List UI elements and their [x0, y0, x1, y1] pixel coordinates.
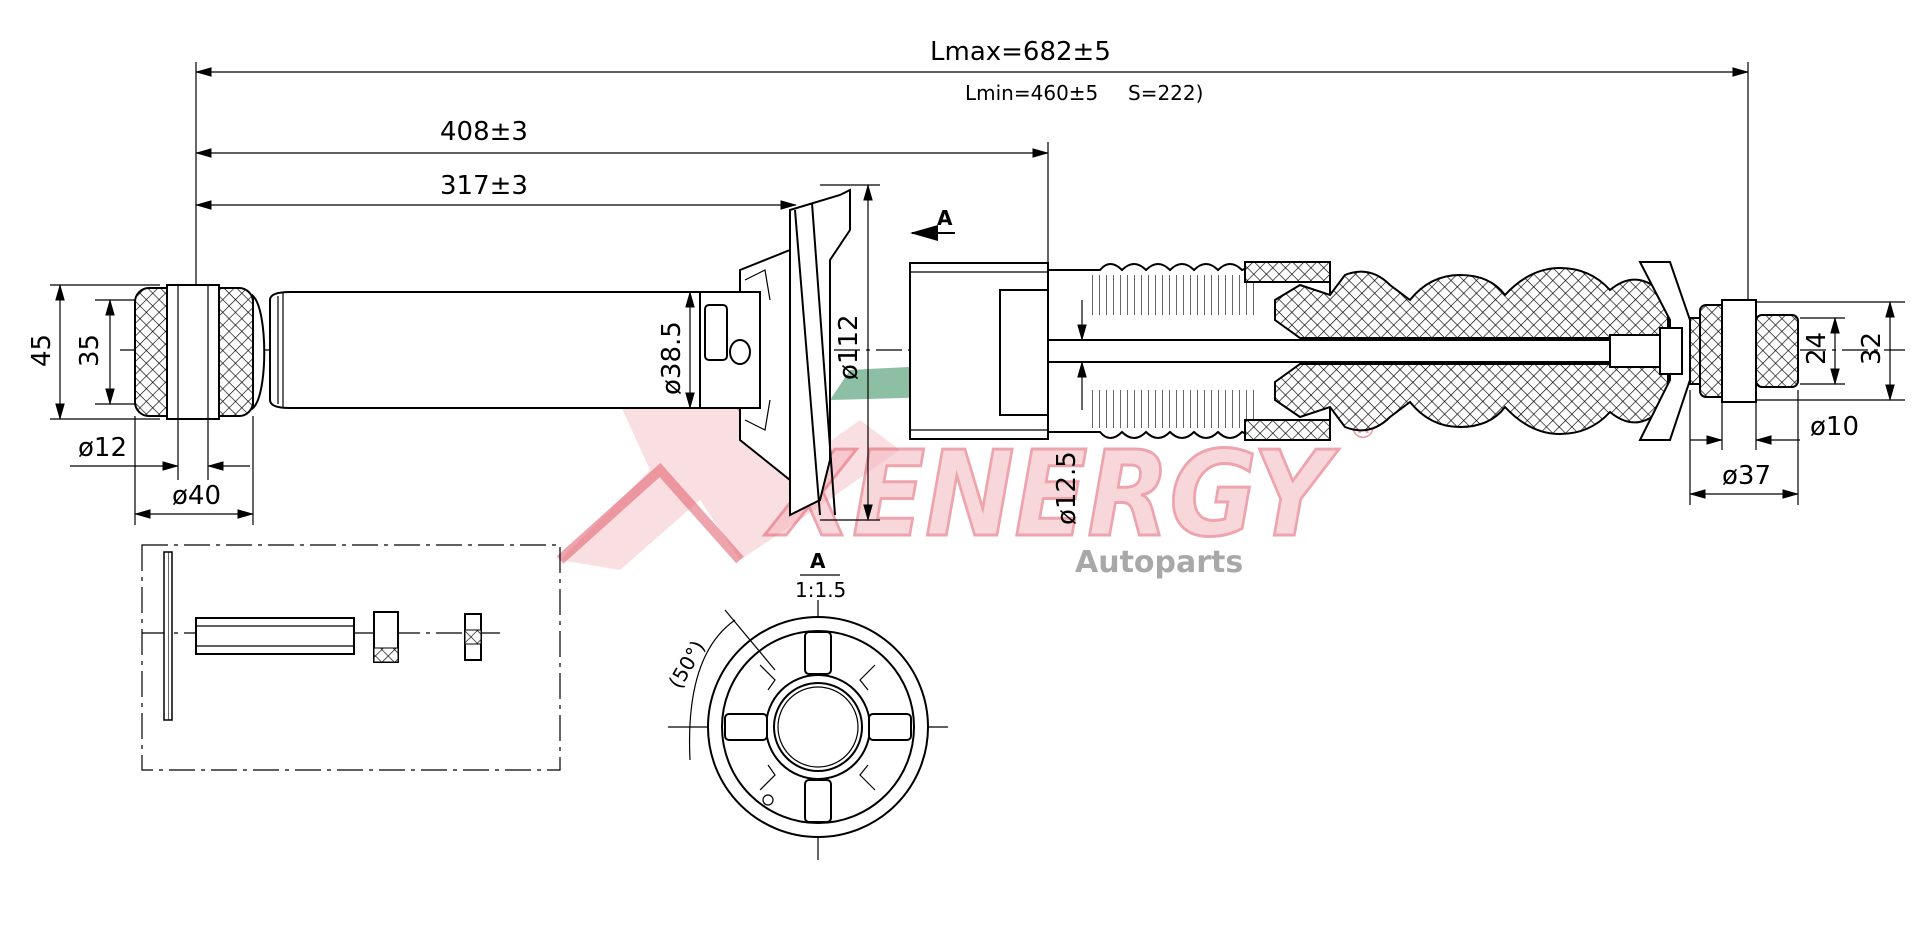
watermark-sub: Autoparts: [1075, 545, 1243, 580]
view-a-arrow: A: [910, 206, 955, 241]
watermark-brand: XENERGY: [765, 425, 1340, 563]
d37-label: ø37: [1722, 461, 1771, 491]
main-cylinder: [269, 291, 701, 409]
right-height-dims: 32 24: [1756, 300, 1905, 402]
h35-label: 35: [75, 334, 105, 367]
d10-label: ø10: [1810, 412, 1859, 442]
h32-label: 32: [1857, 332, 1887, 365]
d38-label: ø38.5: [657, 321, 687, 395]
accessory-kit: [141, 544, 561, 771]
d40-label: ø40: [172, 481, 221, 511]
d38-dim: ø38.5: [657, 290, 695, 410]
d12-5-dim: ø12.5: [1052, 300, 1087, 525]
view-a-detail: A 1:1.5 (50°): [664, 549, 948, 860]
top-mount: [1609, 261, 1799, 441]
spring-seat: [699, 184, 880, 521]
d408-label: 408±3: [440, 117, 528, 147]
view-a-arrow-label: A: [937, 206, 953, 230]
d12-5-label: ø12.5: [1052, 451, 1082, 525]
lmin-label: Lmin=460±5: [965, 81, 1098, 105]
d317-label: 317±3: [440, 171, 528, 201]
h24-label: 24: [1802, 332, 1832, 365]
bump-stop: [1274, 266, 1669, 436]
d112-label: ø112: [834, 314, 864, 380]
view-a-scale: 1:1.5: [795, 578, 846, 602]
stroke-label: S=222): [1128, 81, 1203, 105]
view-a-angle: (50°): [664, 636, 710, 692]
piston-rod: [1047, 339, 1659, 363]
right-diameter-dims: ø10 ø37: [1688, 390, 1859, 505]
top-dimensions: Lmax=682±5 Lmin=460±5 S=222) 408±3 317±3: [194, 37, 1750, 300]
d12-label: ø12: [78, 433, 127, 463]
left-height-dims: 45 35: [27, 283, 160, 421]
dust-cap: [909, 262, 1049, 440]
view-a-title: A: [810, 549, 826, 573]
kit-washer: [163, 551, 173, 721]
lmax-label: Lmax=682±5: [930, 37, 1111, 67]
left-diameter-dims: ø12 ø40: [70, 416, 255, 525]
d112-dim: ø112: [834, 183, 873, 522]
h45-label: 45: [27, 334, 57, 367]
left-eye-bushing: [134, 284, 266, 420]
kit-sleeve: [195, 617, 355, 655]
